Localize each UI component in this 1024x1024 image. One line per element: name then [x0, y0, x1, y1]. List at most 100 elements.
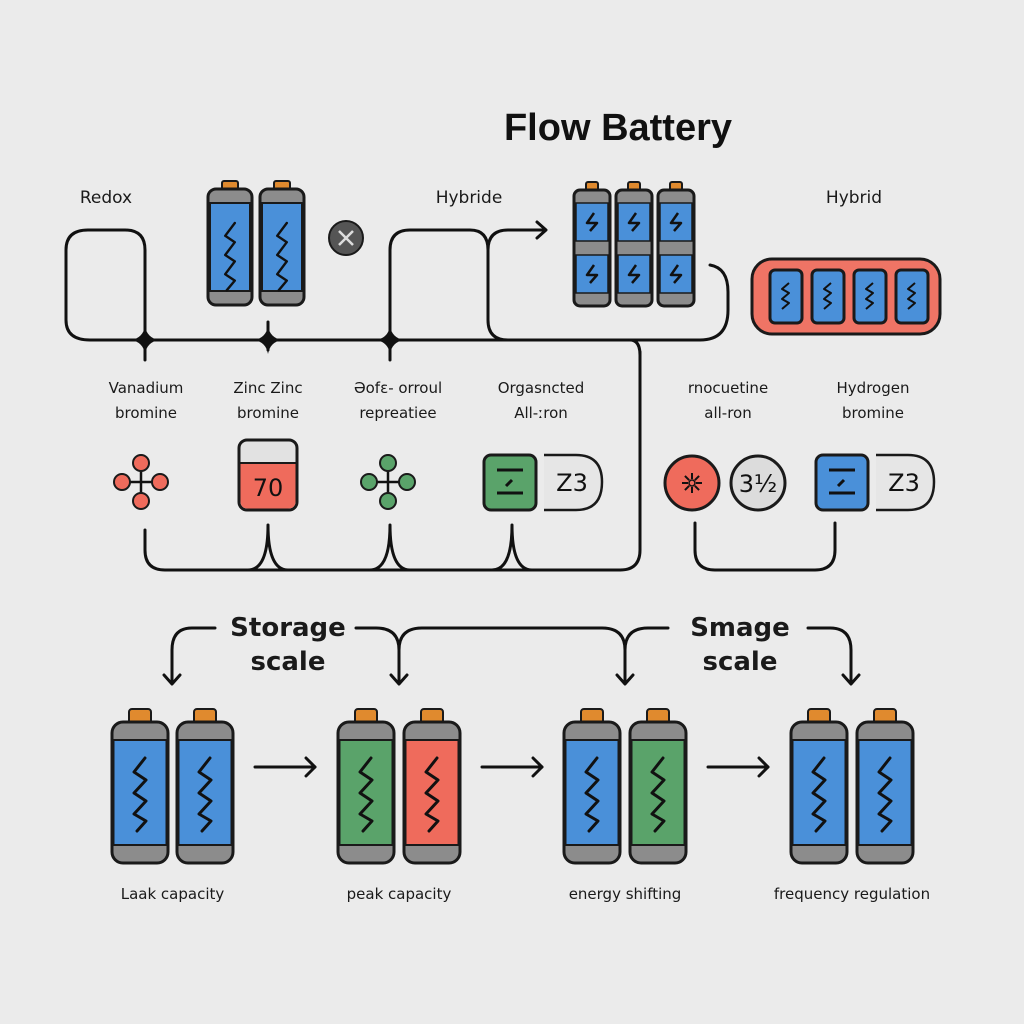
battery-icon: [110, 708, 170, 865]
chemistry-label-line1: Hydrogen: [837, 379, 910, 397]
arrow-down-icon: [841, 673, 861, 686]
application-label: frequency regulation: [774, 885, 930, 903]
z3-badge: Z3: [544, 453, 604, 512]
lightning-icon: [358, 756, 374, 833]
membrane-disc-icon: [328, 220, 364, 256]
pack-cell-icon: [894, 268, 930, 325]
battery-icon: [175, 708, 235, 865]
battery-icon: [562, 708, 622, 865]
tank-level-icon: 70: [237, 438, 299, 512]
battery-icon: [258, 180, 306, 307]
stacked-cell-icon: [614, 181, 654, 308]
arrow-down-line: [806, 626, 853, 685]
application-label: energy shifting: [569, 885, 682, 903]
lightning-icon: [197, 756, 213, 833]
molecule-icon: [360, 454, 416, 510]
chemistry-label-line1: Zinc Zinc: [233, 379, 302, 397]
lightning-icon: [811, 756, 827, 833]
category-hybrid-label: Hybrid: [826, 188, 882, 208]
pack-cell-icon: [810, 268, 846, 325]
scale-connector-line: [397, 626, 627, 685]
bracket-tap: [490, 523, 534, 572]
lightning-icon: [585, 264, 599, 284]
battery-icon: [789, 708, 849, 865]
category-hybride-label: Hybride: [436, 188, 503, 208]
hybride-arrow-line: [486, 228, 547, 252]
chemistry-label-line1: Vanadium: [109, 379, 184, 397]
chemistry-label-line1: Orgasncted: [498, 379, 585, 397]
smage-scale-label-line2: scale: [703, 647, 778, 677]
battery-icon: [206, 180, 254, 307]
badge-text: Z3: [556, 469, 588, 497]
application-item: energy shifting: [562, 708, 688, 903]
hybride-cell-stack: [572, 181, 696, 308]
storage-scale-label-line1: Storage: [230, 613, 346, 643]
chemistry-bracket-wiring: [143, 521, 837, 572]
chemistry-label-line1: Əofε- orroul: [354, 379, 442, 397]
badge-text: Z3: [888, 469, 920, 497]
arrow-right-icon: [253, 756, 317, 778]
category-redox-label: Redox: [80, 188, 132, 208]
battery-icon: [628, 708, 688, 865]
stacked-cell-icon: [572, 181, 612, 308]
arrow-down-line: [170, 626, 217, 685]
chemistry-item: rnocuetine all-ron 3½: [663, 379, 787, 512]
hybrid-battery-pack: [750, 257, 942, 336]
chemistry-item: Əofε- orroul repreatiee: [354, 379, 442, 510]
lightning-icon: [627, 264, 641, 284]
lightning-icon: [585, 212, 599, 232]
cell-icon: [482, 453, 538, 512]
right-return-connector: [638, 263, 730, 342]
battery-icon: [336, 708, 396, 865]
application-item: peak capacity: [336, 708, 462, 903]
chemistry-label-line2: bromine: [842, 404, 904, 422]
badge-text: 3½: [739, 470, 778, 498]
lightning-icon: [424, 756, 440, 833]
applications-row: Laak capacity peak capacity energy shiftin…: [110, 708, 930, 903]
chemistry-label-line2: repreatiee: [359, 404, 436, 422]
bracket-tap: [246, 523, 290, 572]
lightning-icon: [669, 212, 683, 232]
right-drop-line: [618, 350, 642, 572]
scale-arrows: [162, 626, 861, 686]
diagram-title: Flow Battery: [504, 107, 732, 149]
junction-node: [376, 326, 404, 354]
smage-scale-label-line1: Smage: [690, 613, 790, 643]
top-wiring: [64, 220, 730, 572]
battery-icon: [855, 708, 915, 865]
redox-loop-connector: [64, 228, 147, 347]
bracket-tap: [368, 523, 412, 572]
junction-node: [254, 326, 282, 354]
left-bracket-line: [143, 528, 622, 572]
lightning-icon: [650, 756, 666, 833]
lightning-icon: [132, 756, 148, 833]
right-bracket-line: [693, 521, 837, 572]
junction-node: [131, 326, 159, 354]
application-label: peak capacity: [347, 885, 452, 903]
battery-icon: [402, 708, 462, 865]
cell-icon: [814, 453, 870, 512]
stacked-cell-icon: [656, 181, 696, 308]
storage-scale-label-line2: scale: [251, 647, 326, 677]
tank-level-value: 70: [253, 474, 284, 502]
application-label: Laak capacity: [121, 885, 225, 903]
arrow-right-icon: [535, 220, 548, 240]
pack-cell-icon: [768, 268, 804, 325]
fraction-badge: 3½: [729, 454, 787, 512]
arrow-connector: [623, 626, 670, 652]
chemistry-label-line1: rnocuetine: [688, 379, 768, 397]
redox-battery-pair: [206, 180, 306, 307]
lightning-icon: [669, 264, 683, 284]
arrow-right-icon: [480, 756, 544, 778]
arrow-down-icon: [615, 673, 635, 686]
arrow-down-icon: [389, 673, 409, 686]
sun-icon: [663, 454, 721, 512]
chemistry-label-line2: all-ron: [704, 404, 751, 422]
z3-badge: Z3: [876, 453, 936, 512]
